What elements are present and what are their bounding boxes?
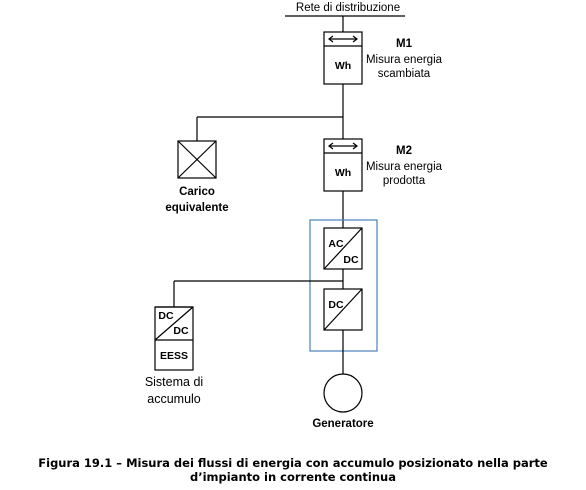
eess-label: EESS xyxy=(160,350,188,362)
caption-line2: d’impianto in corrente continua xyxy=(189,470,396,484)
caption-line1: Figura 19.1 – Misura dei flussi di energ… xyxy=(38,456,548,470)
meter-m2-desc-line1: Misura energia xyxy=(366,161,443,173)
generator-label: Generatore xyxy=(312,418,373,430)
figure-caption: Figura 19.1 – Misura dei flussi di energ… xyxy=(0,456,586,484)
load-label-line1: Carico xyxy=(179,186,215,198)
meter-m1-symbol: Wh xyxy=(335,60,351,72)
storage-dc-top-label: DC xyxy=(158,310,174,322)
meter-m1: Wh xyxy=(323,31,363,85)
meter-m1-desc-line1: Misura energia xyxy=(366,54,443,66)
meter-m1-id: M1 xyxy=(396,38,413,50)
converter-diagonal xyxy=(323,288,363,331)
meter-m2-symbol: Wh xyxy=(335,167,351,179)
storage-dc-bottom-label: DC xyxy=(173,325,189,337)
load-symbol xyxy=(177,140,217,179)
storage-system: DC DC EESS xyxy=(154,306,194,371)
inverter-dc-label: DC xyxy=(343,254,359,266)
converter-diagonal xyxy=(154,306,194,341)
meter-m2: Wh xyxy=(323,138,363,192)
inverter-ac-dc: AC DC xyxy=(323,227,363,270)
storage-label-line2: accumulo xyxy=(147,392,201,406)
arrow-left-head-icon xyxy=(328,35,334,43)
load-cross-b xyxy=(177,140,217,179)
arrow-left-head-icon xyxy=(328,142,334,150)
dcdc-converter-main: DC xyxy=(323,288,363,331)
converter-diagonal xyxy=(323,227,363,270)
generator-circle xyxy=(323,373,363,413)
storage-label-line1: Sistema di xyxy=(145,375,203,389)
grid-label: Rete di distribuzione xyxy=(296,2,400,14)
arrow-right-head-icon xyxy=(352,142,358,150)
dcdc-label: DC xyxy=(328,299,344,311)
arrow-right-head-icon xyxy=(352,35,358,43)
meter-m2-id: M2 xyxy=(396,145,412,157)
inverter-ac-label: AC xyxy=(328,238,344,250)
meter-m2-desc-line2: prodotta xyxy=(383,175,426,187)
meter-m1-desc-line2: scambiata xyxy=(378,68,431,80)
load-label-line2: equivalente xyxy=(165,202,228,214)
load-box xyxy=(177,140,217,179)
energy-flow-diagram: Rete di distribuzione Wh M1 Misura energ… xyxy=(145,2,443,430)
